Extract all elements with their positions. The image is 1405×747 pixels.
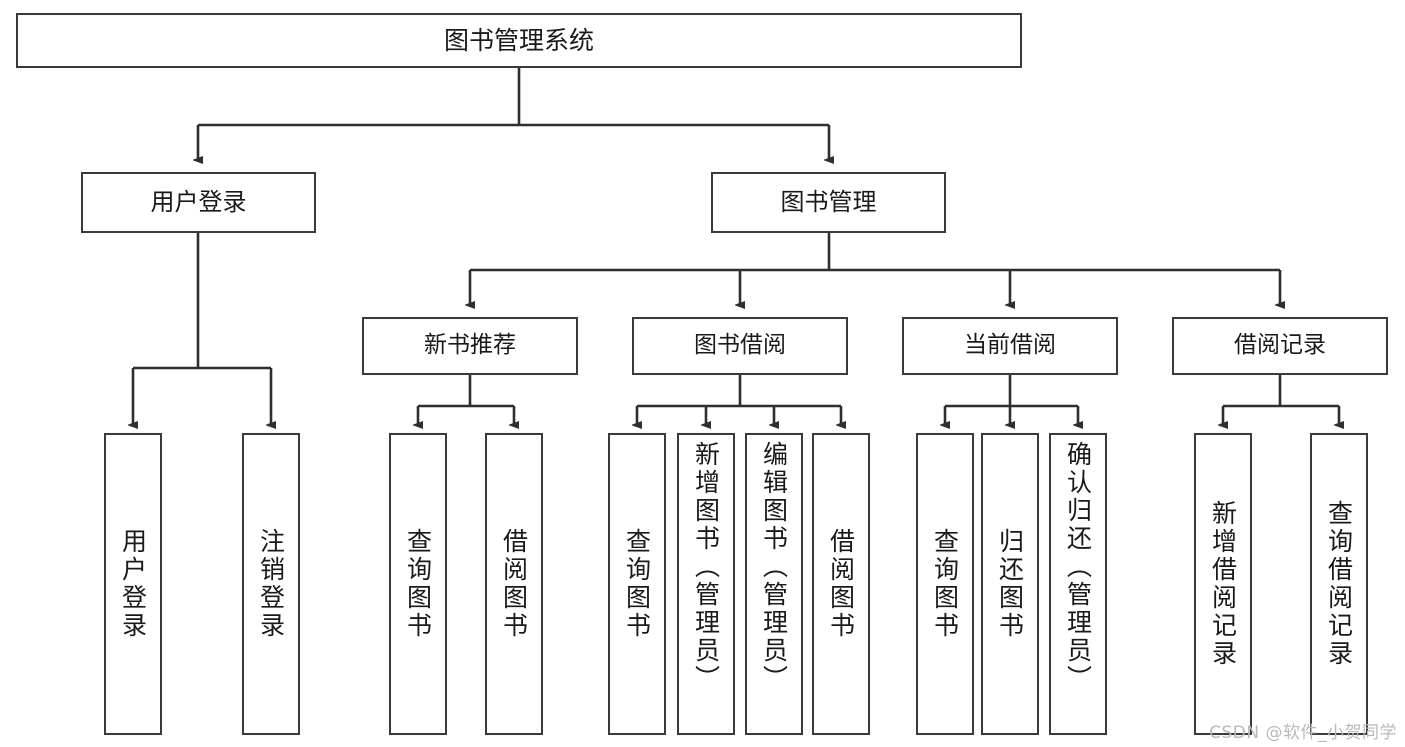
leaf-borrow-record-query-record[interactable]: 查询借阅记录 <box>1310 433 1368 735</box>
edge-borrow-record-to-leaves <box>1223 375 1339 425</box>
node-label: 查询借阅记录 <box>1324 500 1354 668</box>
node-book-management[interactable]: 图书管理 <box>711 172 946 233</box>
node-current-borrow[interactable]: 当前借阅 <box>902 317 1118 375</box>
node-label: 查询图书 <box>930 528 960 640</box>
leaf-book-borrow-edit-book-admin[interactable]: 编辑图书（管理员） <box>745 433 803 735</box>
node-label: 用户登录 <box>150 188 247 217</box>
node-label: 编辑图书（管理员） <box>759 441 789 693</box>
edge-new-book-to-leaves <box>418 375 514 425</box>
node-label: 归还图书 <box>995 528 1025 640</box>
node-label: 新书推荐 <box>424 332 516 359</box>
leaf-book-borrow-borrow-book[interactable]: 借阅图书 <box>812 433 870 735</box>
watermark: CSDN @软件_小贺同学 <box>1209 723 1397 743</box>
node-book-management-system[interactable]: 图书管理系统 <box>16 13 1022 68</box>
node-label: 图书管理系统 <box>443 25 594 55</box>
node-label: 新增图书（管理员） <box>691 441 721 693</box>
node-label: 新增借阅记录 <box>1208 500 1238 668</box>
leaf-user-login-login[interactable]: 用户登录 <box>104 433 162 735</box>
edge-book-manage-to-level3 <box>470 233 1280 305</box>
edge-user-login-to-leaves <box>133 233 271 425</box>
node-borrow-record[interactable]: 借阅记录 <box>1172 317 1388 375</box>
node-label: 借阅记录 <box>1234 332 1326 359</box>
node-book-borrow[interactable]: 图书借阅 <box>632 317 848 375</box>
leaf-current-borrow-query-book[interactable]: 查询图书 <box>916 433 974 735</box>
node-label: 注销登录 <box>256 528 286 640</box>
leaf-current-borrow-confirm-return-admin[interactable]: 确认归还（管理员） <box>1049 433 1107 735</box>
leaf-user-login-logout[interactable]: 注销登录 <box>242 433 300 735</box>
edge-root-to-level2 <box>198 68 829 160</box>
node-label: 查询图书 <box>403 528 433 640</box>
node-label: 借阅图书 <box>499 528 529 640</box>
node-label: 借阅图书 <box>826 528 856 640</box>
node-user-login[interactable]: 用户登录 <box>81 172 316 233</box>
node-label: 当前借阅 <box>964 332 1056 359</box>
leaf-new-book-borrow-book[interactable]: 借阅图书 <box>485 433 543 735</box>
leaf-new-book-query-book[interactable]: 查询图书 <box>389 433 447 735</box>
node-label: 图书借阅 <box>694 332 786 359</box>
node-label: 用户登录 <box>118 528 148 640</box>
node-label: 查询图书 <box>622 528 652 640</box>
leaf-borrow-record-add-record[interactable]: 新增借阅记录 <box>1194 433 1252 735</box>
node-new-book-recommend[interactable]: 新书推荐 <box>362 317 578 375</box>
node-label: 图书管理 <box>780 188 877 217</box>
leaf-book-borrow-add-book-admin[interactable]: 新增图书（管理员） <box>677 433 735 735</box>
leaf-current-borrow-return-book[interactable]: 归还图书 <box>981 433 1039 735</box>
edge-current-borrow-to-leaves <box>945 375 1078 425</box>
leaf-book-borrow-query-book[interactable]: 查询图书 <box>608 433 666 735</box>
edge-book-borrow-to-leaves <box>637 375 841 425</box>
node-label: 确认归还（管理员） <box>1063 441 1093 693</box>
